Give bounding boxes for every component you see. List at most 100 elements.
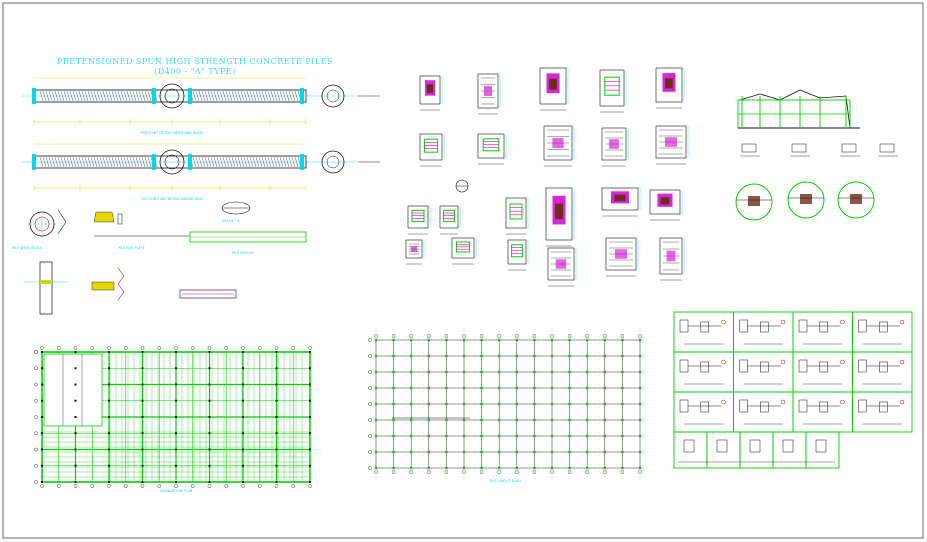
roof-profile (739, 89, 851, 129)
grid-bubble (224, 346, 229, 350)
grid-bubble (368, 434, 372, 438)
pile-cap-mark (175, 399, 177, 402)
pile-point (515, 418, 518, 422)
spiral-hatch (255, 156, 260, 168)
pile-point (410, 402, 413, 406)
spiral-hatch (48, 90, 53, 102)
spiral-hatch (282, 90, 287, 102)
section-outline (655, 125, 687, 159)
pile-point (603, 434, 606, 438)
grid-bubble (550, 470, 554, 474)
pile-point (498, 370, 501, 374)
section-detail (543, 125, 575, 167)
pile-point (445, 338, 448, 342)
section-outline (543, 125, 573, 161)
pile-cap-mark (175, 448, 177, 451)
spiral-hatch (105, 90, 110, 102)
pile-point (603, 402, 606, 406)
spiral-hatch (84, 156, 89, 168)
spiral-hatch (204, 156, 209, 168)
detail-cell (852, 391, 913, 433)
pile-cap-mark (208, 432, 211, 435)
pile-point (603, 338, 606, 342)
spiral-hatch (120, 90, 125, 102)
spiral-hatch (258, 156, 263, 168)
section-outline (505, 197, 527, 229)
pile-point (515, 466, 518, 470)
grid-bubble (426, 334, 431, 338)
pile-point (603, 418, 606, 422)
spiral-hatch (273, 90, 278, 102)
pile-point (410, 370, 413, 374)
spiral-hatch (120, 156, 125, 168)
pile-point (410, 386, 413, 390)
section-outline (601, 187, 639, 211)
cell-column-detail (679, 399, 689, 413)
pile-point (392, 418, 395, 422)
spiral-hatch (123, 156, 128, 168)
grid-bubble (274, 484, 279, 488)
section-outline (477, 73, 499, 109)
spiral-hatch (117, 156, 122, 168)
end-inner-circle (326, 89, 340, 103)
section-detail (655, 67, 685, 109)
spiral-hatch (267, 156, 272, 168)
spiral-hatch (234, 156, 239, 168)
grid-bubble (291, 484, 296, 488)
spiral-hatch (81, 90, 86, 102)
spiral-hatch (243, 90, 248, 102)
bottom-box-detail (716, 439, 728, 453)
pile-point (445, 386, 448, 390)
spiral-hatch (129, 90, 134, 102)
spiral-hatch (132, 156, 137, 168)
cell-marker (721, 319, 726, 325)
spiral-hatch (90, 156, 95, 168)
pile-cap-mark (208, 448, 211, 451)
section-fill (555, 203, 563, 220)
spiral-hatch (216, 90, 221, 102)
section-outline (545, 187, 573, 241)
grid-bubble (391, 470, 396, 474)
pile-point (533, 418, 536, 422)
spiral-hatch (72, 156, 77, 168)
pile-cap-mark (41, 416, 43, 418)
cell-marker (840, 359, 845, 365)
spiral-hatch (285, 90, 290, 102)
bottom-detail-box (772, 431, 807, 469)
bottom-box-detail (815, 439, 827, 453)
pile-cap-mark (74, 416, 77, 418)
pile-layout-plan-caption: PILE LAYOUT PLAN (489, 479, 521, 483)
shoe-profile (57, 209, 67, 235)
cell-column-detail (739, 319, 748, 333)
section-outline (605, 237, 637, 271)
pile-point (445, 370, 448, 374)
spiral-hatch (42, 90, 47, 102)
grid-bubble (34, 431, 38, 436)
cell-marker (899, 399, 905, 405)
end-plate (300, 154, 304, 170)
spiral-hatch (246, 156, 251, 168)
pile-point (410, 338, 413, 342)
building-elevation (737, 89, 860, 129)
spiral-hatch (96, 90, 101, 102)
end-plate (152, 154, 156, 170)
bottom-box-detail (749, 439, 761, 453)
pile-cap-mark (275, 367, 278, 370)
pile-point (392, 370, 395, 374)
grid-bubble (257, 346, 262, 350)
pile-point (410, 450, 413, 454)
pile-point (392, 402, 395, 406)
cell-beam-section (879, 401, 888, 413)
section-outline (451, 237, 475, 259)
pile-cap-mark (242, 351, 244, 353)
grid-bubble (174, 484, 178, 488)
spiral-hatch (138, 90, 143, 102)
pile-point (550, 466, 554, 470)
spiral-hatch (240, 90, 245, 102)
spiral-hatch (84, 90, 89, 102)
spiral-hatch (198, 156, 203, 168)
pile-point (445, 450, 448, 454)
spiral-hatch (111, 90, 116, 102)
pile-point (498, 402, 501, 406)
grid-bubble (34, 480, 38, 484)
